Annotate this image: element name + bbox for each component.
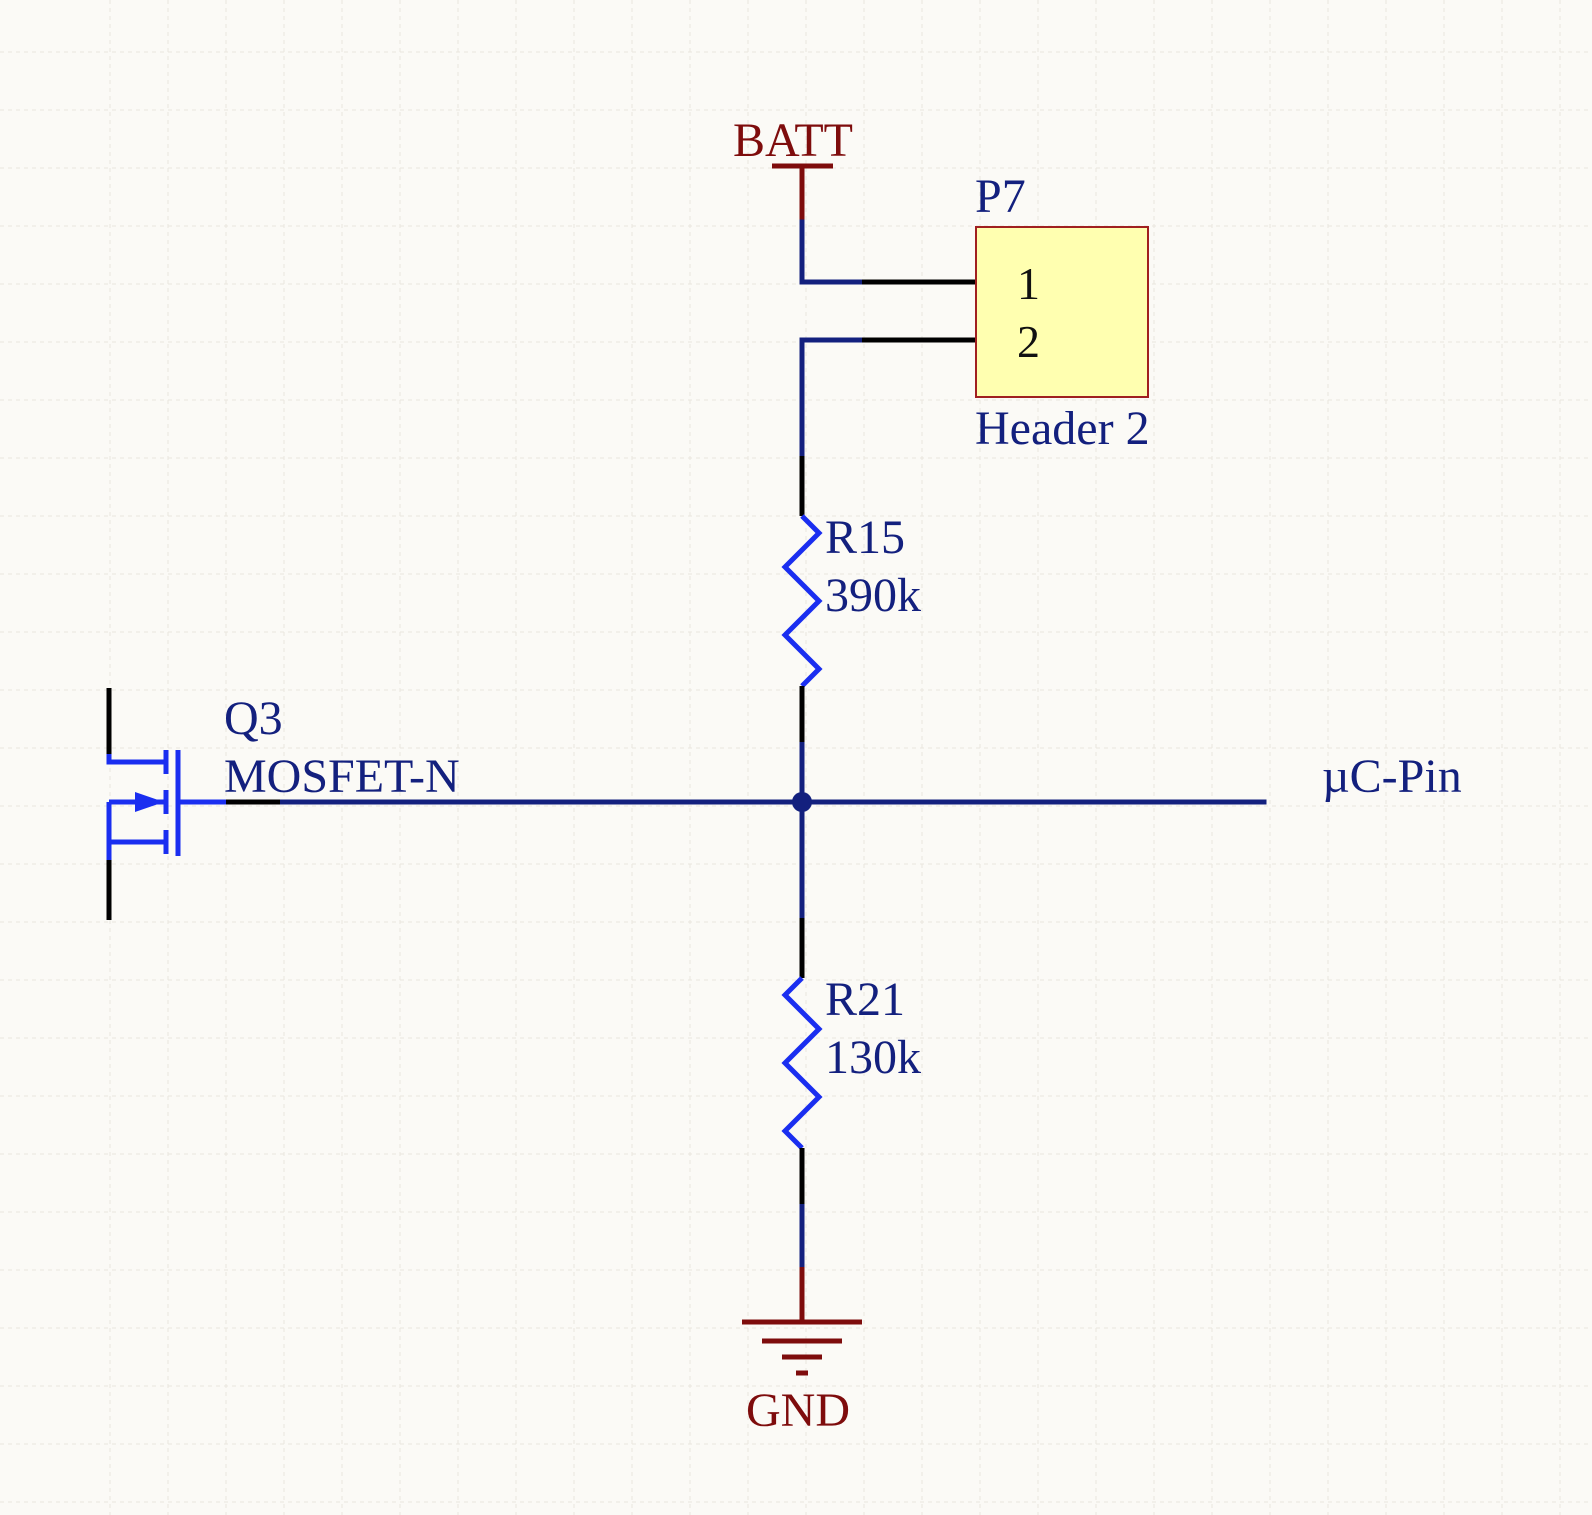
gnd-label: GND (746, 1384, 850, 1437)
q3-drain-connection (106, 754, 166, 765)
header-p7[interactable]: P7 1 2 Header 2 (862, 170, 1150, 455)
net-label-uc-pin[interactable]: µC-Pin (1322, 750, 1462, 803)
r21-zigzag-body (781, 976, 823, 1150)
gnd-power-port[interactable]: GND (742, 1267, 862, 1437)
p7-value: Header 2 (975, 402, 1150, 455)
r15-designator: R15 (825, 511, 905, 564)
p7-pin2-number: 2 (1017, 316, 1040, 367)
p7-designator: P7 (975, 170, 1026, 223)
r21-value: 130k (825, 1031, 921, 1084)
wires (277, 219, 1267, 1270)
resistor-r21[interactable]: R21 130k (781, 918, 921, 1204)
r15-value: 390k (825, 569, 921, 622)
junction-dot (792, 792, 812, 812)
p7-pin1-number: 1 (1017, 258, 1040, 309)
r15-zigzag-body (781, 514, 823, 688)
wire-batt-to-p7-pin1[interactable] (799, 219, 865, 285)
q3-designator: Q3 (224, 692, 283, 745)
wire-p7-pin2-to-r15[interactable] (799, 337, 865, 459)
mosfet-q3[interactable]: Q3 MOSFET-N (106, 688, 460, 920)
q3-value: MOSFET-N (224, 750, 460, 803)
batt-label: BATT (733, 114, 853, 167)
p7-body (975, 226, 1149, 398)
q3-body-arrow (135, 792, 164, 812)
resistor-r15[interactable]: R15 390k (781, 456, 921, 742)
batt-power-port[interactable]: BATT (733, 114, 853, 222)
r21-designator: R21 (825, 973, 905, 1026)
